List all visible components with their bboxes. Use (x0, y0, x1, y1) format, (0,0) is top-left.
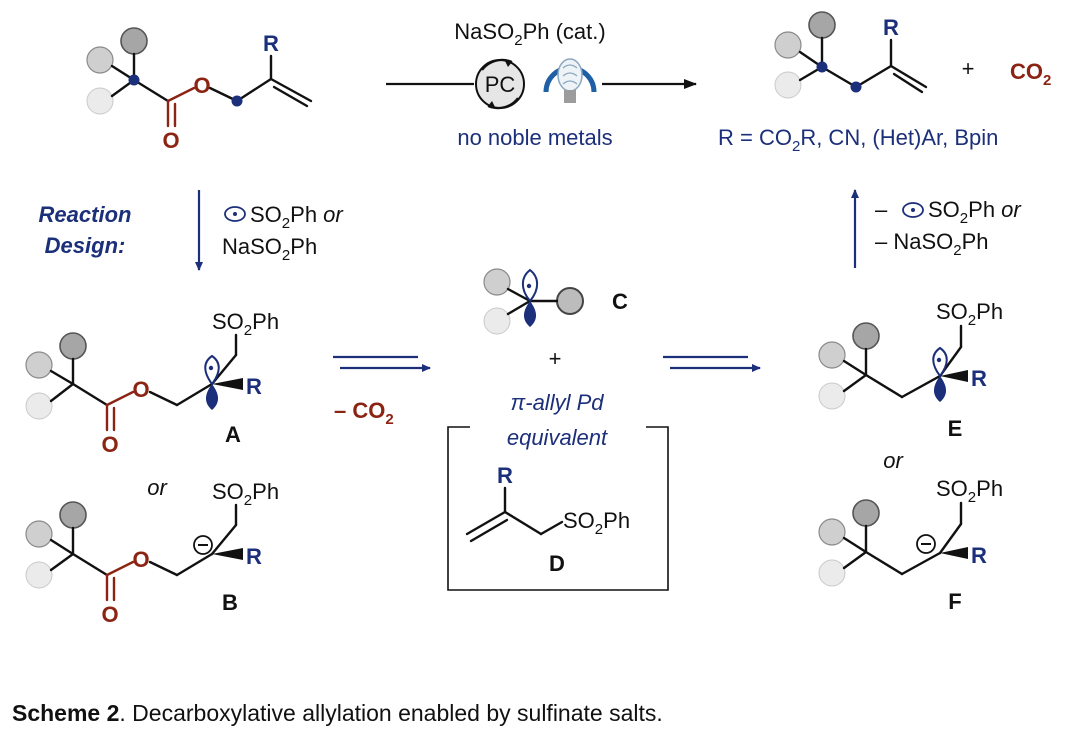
no-noble-metals-note: no noble metals (457, 125, 612, 150)
svg-text:R: R (971, 543, 987, 568)
radical-elimination-reagent: – (875, 197, 888, 222)
caption-bold: Scheme 2 (12, 700, 120, 726)
svg-text:SO2Ph: SO2Ph (936, 299, 1003, 329)
co2-byproduct: CO2 (1010, 59, 1051, 89)
svg-text:R: R (971, 366, 987, 391)
label-c: C (612, 289, 628, 314)
catalyst-reagent: NaSO2Ph (cat.) (454, 19, 605, 49)
or-right: or (883, 448, 904, 473)
substituent-ball-medium (86, 46, 114, 74)
sulfinate-salt-reagent: NaSO2Ph (222, 234, 317, 264)
ester-oxygen-label: O (193, 73, 210, 98)
product: R + CO2 R = CO2R, CN, (Het)Ar, Bpin (718, 11, 1051, 155)
caption-text: . Decarboxylative allylation enabled by … (119, 700, 663, 726)
svg-text:+: + (549, 346, 562, 371)
svg-text:O: O (132, 377, 149, 402)
reaction-design-label-line1: Reaction (39, 202, 132, 227)
reaction-conditions: NaSO2Ph (cat.) PC no noble metals (386, 19, 697, 150)
sulfonyl-group: SO2Ph (212, 309, 279, 339)
label-b: B (222, 590, 238, 615)
label-f: F (948, 589, 961, 614)
svg-text:O: O (101, 432, 118, 457)
radical-elimination-reagent-tail: SO2Ph or (928, 197, 1022, 227)
substituent-ball-dark (120, 27, 148, 55)
intermediate-a: O O R SO2Ph A (25, 309, 279, 457)
label-d: D (549, 551, 565, 576)
radical-symbol-icon (224, 206, 246, 222)
substituent-ball-light (86, 87, 114, 115)
sulfonyl-radical-reagent: SO2Ph or (250, 202, 344, 232)
svg-text:R: R (497, 463, 513, 488)
equilibrium-arrow-right (663, 355, 761, 372)
intermediate-b: O O R SO2Ph B (25, 479, 279, 627)
carbonyl-oxygen-label: O (162, 128, 179, 153)
or-left: or (147, 475, 168, 500)
carbanion-charge-icon (916, 534, 936, 554)
salt-elimination-reagent: – NaSO2Ph (875, 229, 989, 259)
figure-caption: Scheme 2. Decarboxylative allylation ena… (12, 700, 663, 727)
intermediate-e: R SO2Ph E (818, 299, 1003, 441)
svg-text:O: O (132, 547, 149, 572)
svg-text:R: R (246, 544, 262, 569)
label-e: E (948, 416, 963, 441)
intermediate-f: R SO2Ph F (818, 476, 1003, 614)
starting-ester: O O R (86, 27, 313, 153)
plus-sign: + (962, 56, 975, 81)
svg-text:R: R (883, 15, 899, 40)
pc-label: PC (485, 72, 516, 97)
equilibrium-arrow-left (333, 355, 431, 372)
allyl-sulfone-d: R SO2Ph D (465, 463, 630, 576)
r-definition: R = CO2R, CN, (Het)Ar, Bpin (718, 125, 998, 155)
minus-co2: – CO2 (334, 398, 394, 428)
svg-text:R: R (246, 374, 262, 399)
sulfonyl-group: SO2Ph (212, 479, 279, 509)
r-group-label: R (263, 31, 279, 56)
reaction-design-label-line2: Design: (45, 233, 126, 258)
radical-c: C (483, 268, 628, 335)
radical-symbol-icon (902, 202, 924, 218)
label-a: A (225, 422, 241, 447)
bracket-frame (447, 426, 669, 591)
svg-text:SO2Ph: SO2Ph (936, 476, 1003, 506)
equivalent-label: equivalent (507, 425, 608, 450)
light-bulb-icon (543, 58, 597, 103)
pi-allyl-pd-label: π-allyl Pd (511, 390, 605, 415)
carbanion-charge-icon (193, 535, 213, 555)
svg-text:SO2Ph: SO2Ph (563, 508, 630, 538)
svg-text:O: O (101, 602, 118, 627)
